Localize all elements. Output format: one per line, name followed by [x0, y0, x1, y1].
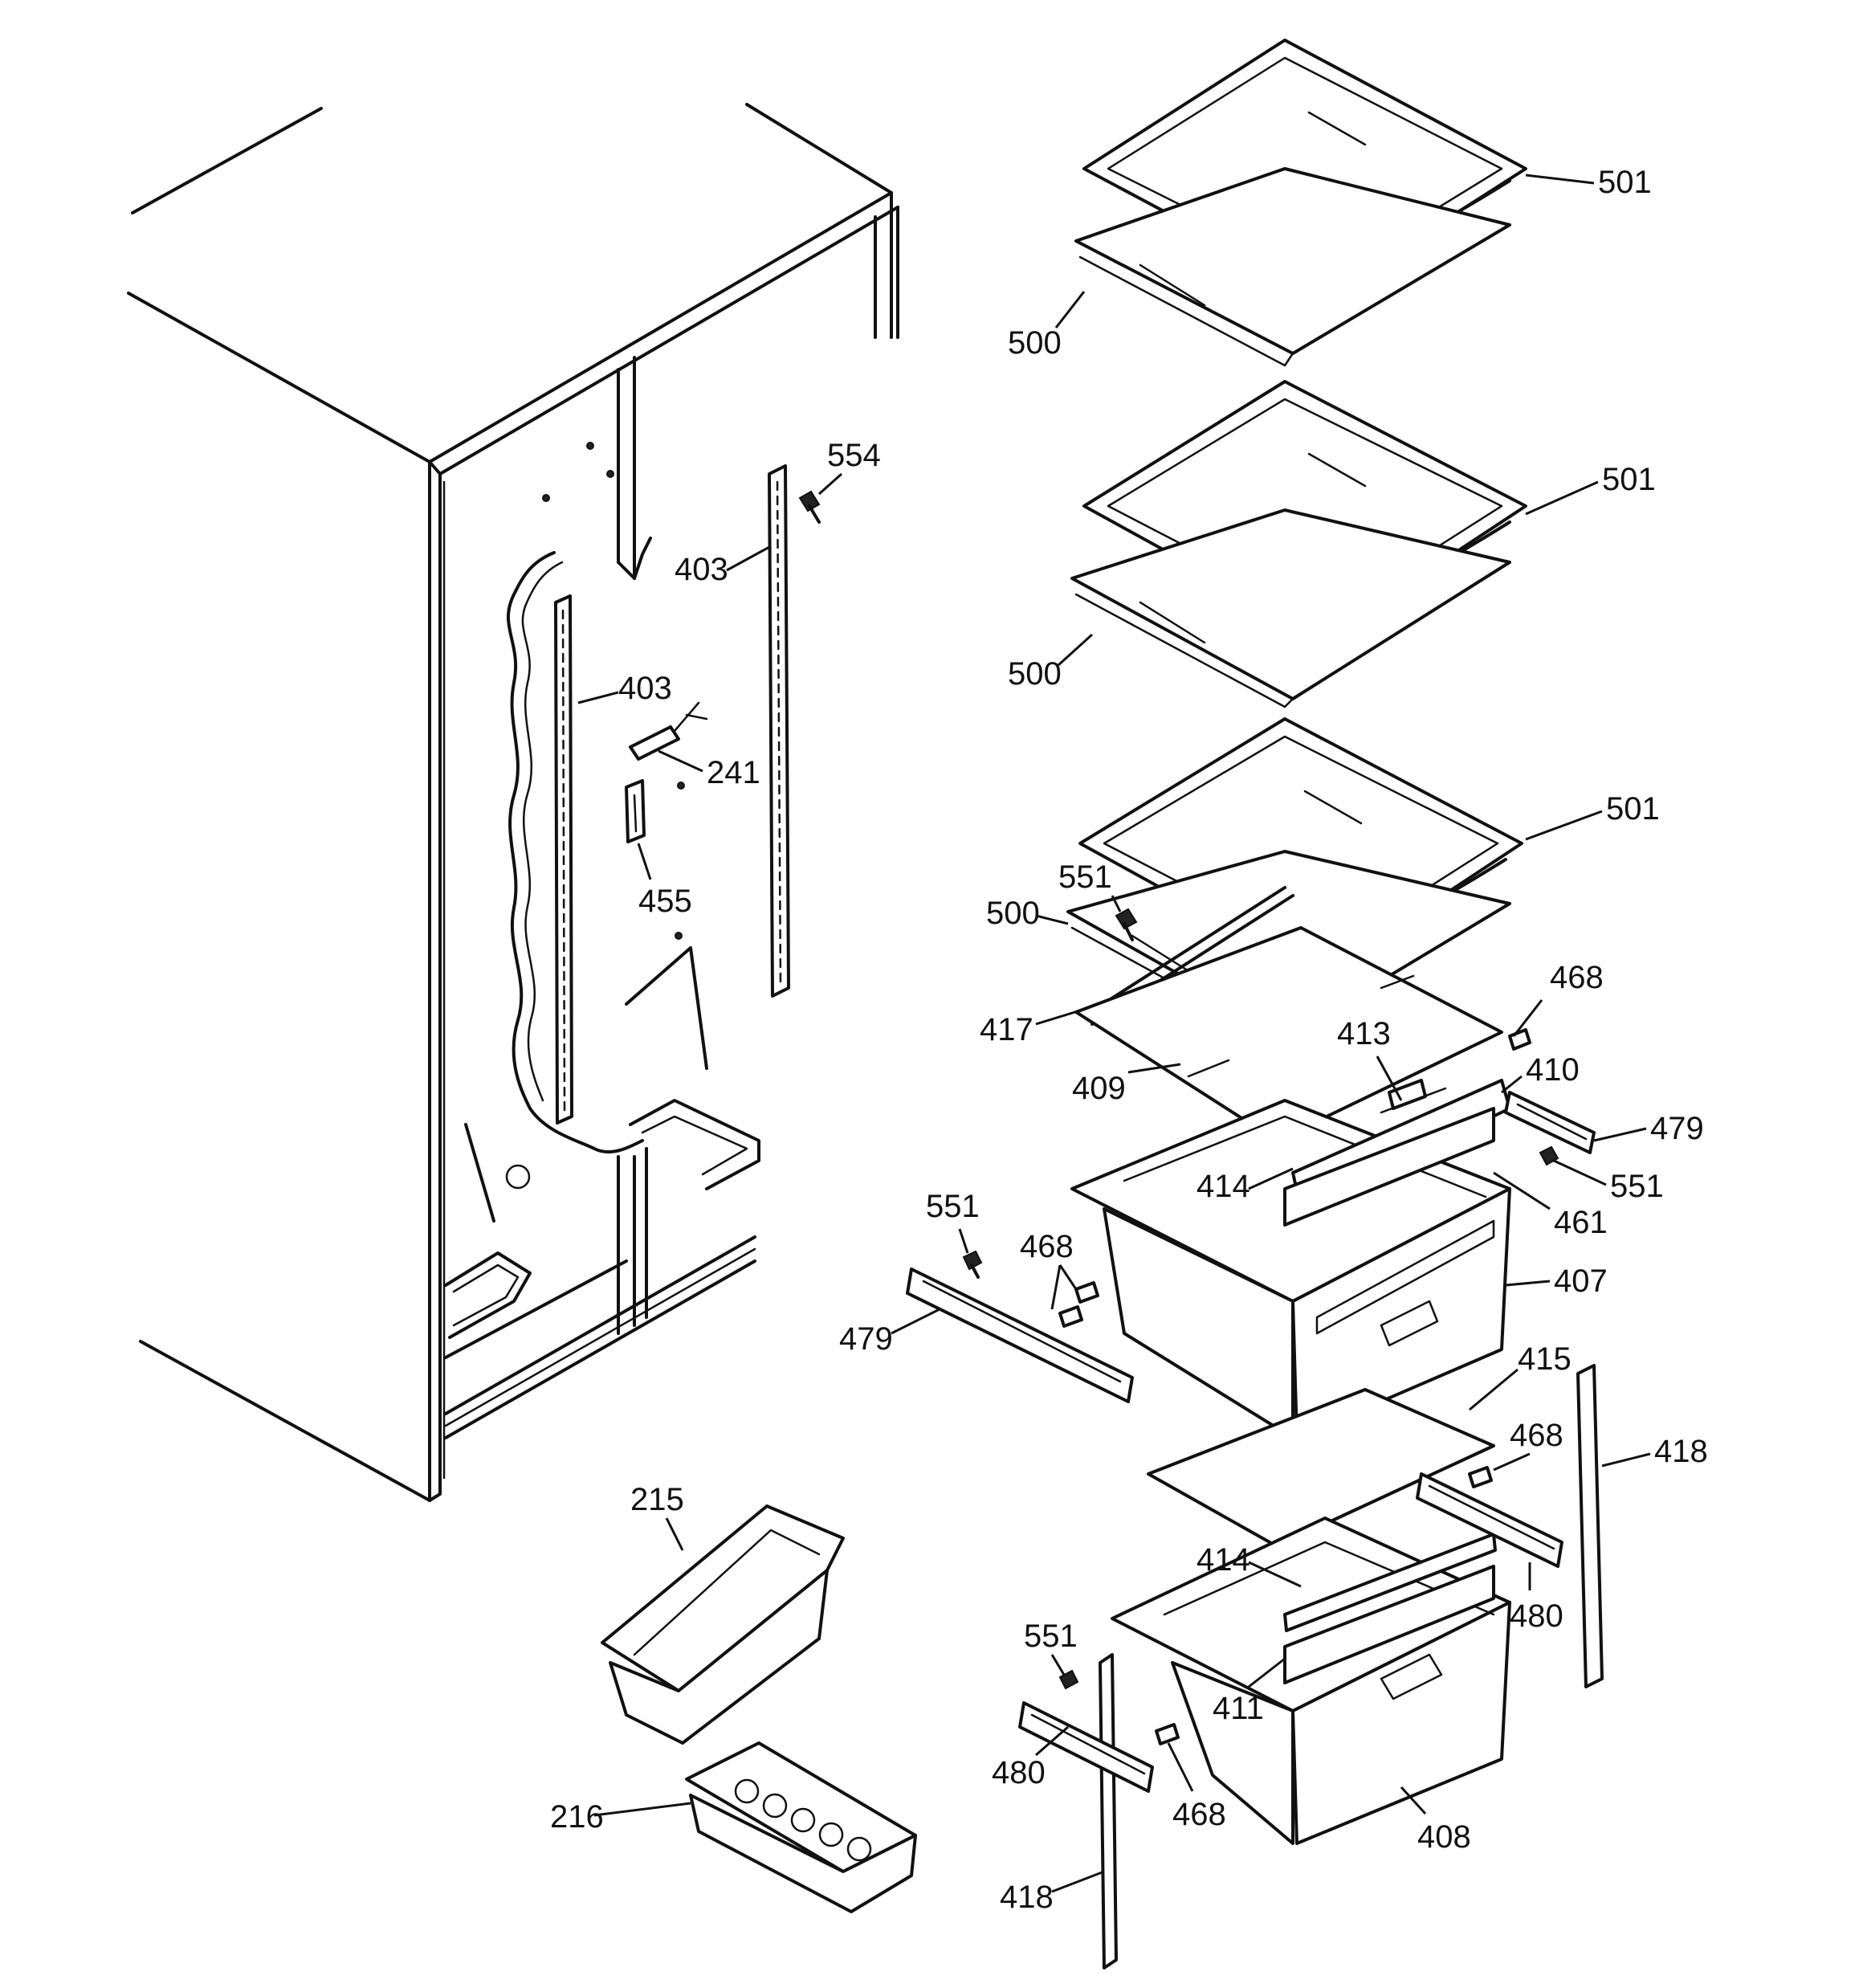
- cover-414-lower: [1283, 1533, 1497, 1632]
- label-551-upper: 551: [1058, 859, 1112, 895]
- leader-lines: [577, 173, 1651, 1893]
- label-468-top: 468: [1550, 960, 1604, 995]
- label-480-right: 480: [1510, 1598, 1563, 1634]
- door-bin-216: [685, 1741, 917, 1913]
- screw-551-top-left: [1115, 908, 1138, 941]
- label-480-left: 480: [992, 1755, 1046, 1790]
- label-500-top: 500: [1008, 325, 1062, 361]
- glass-cover-409: [1074, 926, 1503, 1142]
- label-241: 241: [707, 755, 760, 790]
- caps-468-left: [1058, 1281, 1099, 1328]
- label-215: 215: [630, 1482, 684, 1517]
- label-410: 410: [1526, 1052, 1580, 1088]
- cap-468-top-right: [1508, 1028, 1531, 1051]
- label-551-lower: 551: [1024, 1619, 1078, 1654]
- label-551-right: 551: [1610, 1169, 1664, 1204]
- label-461: 461: [1554, 1205, 1608, 1240]
- part-labels: 501 500 501 500 501 551 500 417 409 413 …: [550, 165, 1708, 1915]
- slide-rail-480-left: [1018, 1701, 1154, 1793]
- label-409: 409: [1072, 1071, 1126, 1106]
- cap-468-lower-left: [1155, 1723, 1180, 1745]
- label-418-right: 418: [1654, 1434, 1708, 1469]
- slide-rail-479-right: [1504, 1091, 1596, 1154]
- label-455: 455: [638, 884, 692, 919]
- label-501-bottom: 501: [1606, 791, 1660, 827]
- shelf-support-500-middle: [1070, 508, 1511, 708]
- label-403-outer: 403: [675, 552, 728, 587]
- sensor-241: [629, 701, 708, 761]
- label-551-left: 551: [926, 1189, 980, 1224]
- drawer-front-411: [1283, 1565, 1495, 1684]
- label-500-bottom: 500: [986, 896, 1040, 931]
- refrigerator-cabinet: [127, 103, 899, 1502]
- label-501-middle: 501: [1602, 462, 1656, 497]
- bracket-455: [625, 779, 646, 843]
- side-cover-418-right: [1576, 1364, 1604, 1688]
- label-468-left: 468: [1020, 1229, 1074, 1264]
- label-554: 554: [827, 438, 881, 473]
- label-415: 415: [1518, 1341, 1572, 1377]
- glass-cover-415: [1147, 1388, 1495, 1548]
- label-216: 216: [550, 1799, 604, 1835]
- slide-rail-479-left: [906, 1268, 1134, 1403]
- label-407: 407: [1554, 1263, 1608, 1299]
- shelf-support-500-top: [1074, 167, 1511, 367]
- drawer-front-461: [1283, 1107, 1495, 1227]
- label-414-upper: 414: [1196, 1169, 1250, 1204]
- slide-rail-480-right: [1416, 1472, 1563, 1568]
- label-501-top: 501: [1598, 165, 1652, 200]
- label-418-left: 418: [1000, 1880, 1054, 1915]
- side-cover-418-left: [1099, 1653, 1118, 1970]
- shelf-rail-403-outer: [768, 464, 790, 998]
- label-413: 413: [1337, 1016, 1391, 1051]
- screw-554: [798, 490, 821, 524]
- screw-551-left: [962, 1250, 983, 1279]
- label-417: 417: [980, 1012, 1033, 1047]
- label-408: 408: [1417, 1819, 1471, 1855]
- door-bin-215: [601, 1504, 845, 1745]
- label-479-left: 479: [839, 1321, 893, 1357]
- label-468-lower: 468: [1172, 1797, 1226, 1832]
- label-500-middle: 500: [1008, 656, 1062, 692]
- label-411: 411: [1213, 1691, 1264, 1726]
- label-468-right-lower: 468: [1510, 1418, 1563, 1453]
- screw-551-lower: [1058, 1669, 1079, 1690]
- label-479-right: 479: [1650, 1111, 1704, 1146]
- screw-551-right: [1539, 1145, 1559, 1166]
- cap-468-right-lower: [1468, 1466, 1493, 1488]
- shelf-rail-403-inner: [554, 594, 573, 1125]
- label-403-inner: 403: [618, 671, 672, 706]
- label-414-lower: 414: [1196, 1542, 1250, 1578]
